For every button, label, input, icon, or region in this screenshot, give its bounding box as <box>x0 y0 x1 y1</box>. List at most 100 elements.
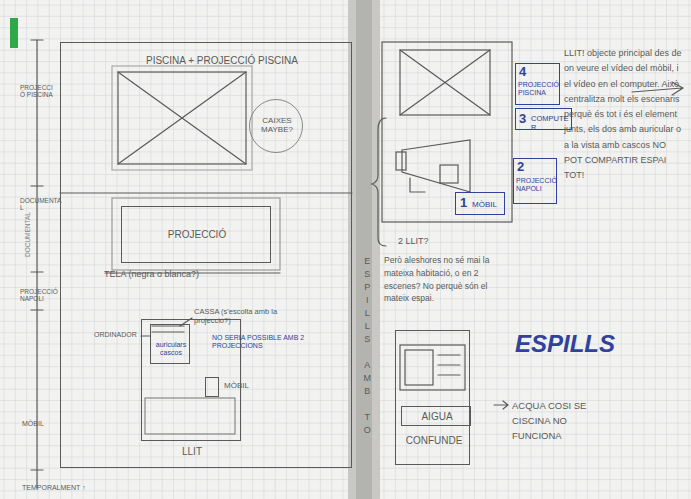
sketch-line <box>380 366 691 367</box>
sketch-line <box>196 0 197 499</box>
sketch-line <box>0 38 348 39</box>
sketch-line <box>610 0 611 499</box>
sketch-line <box>0 208 348 209</box>
sketch-line <box>145 398 235 434</box>
node-text: TELA (negra o blanca?) <box>104 269 264 279</box>
sketch-line <box>0 445 348 446</box>
sketch-line <box>406 0 407 499</box>
sketch-line <box>0 400 348 401</box>
pencil-sketch <box>31 40 683 488</box>
note-text: LLIT! objecte principal des de on veure … <box>564 46 686 184</box>
sketch-line <box>0 457 348 458</box>
sketch-line <box>384 0 385 499</box>
sketch-line <box>118 72 246 164</box>
node-heading: CAIXES MAYBE? <box>254 116 300 134</box>
sketch-line <box>105 0 106 499</box>
sketch-line <box>118 72 246 164</box>
sketch-line <box>666 0 667 499</box>
sketch-line <box>230 0 231 499</box>
sketch-line <box>576 0 577 499</box>
node-heading: MÒBIL <box>224 381 264 390</box>
sketch-line <box>382 42 512 222</box>
sketch-line <box>380 310 691 311</box>
sketch-line <box>485 0 486 499</box>
sketch-line <box>380 490 691 491</box>
numbered-box: 4PROJECCIÓ PISCINA <box>515 63 560 105</box>
sketch-line <box>400 50 490 115</box>
sketch-line <box>286 0 287 499</box>
note-text: 2 LLIT? <box>398 236 458 246</box>
sketch-line <box>0 287 348 288</box>
sketch-line <box>31 309 43 310</box>
sketch-line <box>0 140 348 141</box>
sketch-line <box>380 468 691 469</box>
sketch-line <box>0 5 348 6</box>
note-text: ESPILLS AMB TO <box>362 256 372 438</box>
sketch-line <box>598 0 599 499</box>
sketch-line <box>380 231 691 232</box>
note-text: MÒBIL <box>22 420 58 428</box>
sketch-line <box>60 192 352 193</box>
sketch-line <box>31 271 43 272</box>
sketch-line <box>497 0 498 499</box>
sketch-line <box>0 129 348 130</box>
sketch-line <box>218 0 219 499</box>
sketch-line <box>0 151 348 152</box>
sketch-line <box>117 0 118 499</box>
sketch-line <box>380 377 691 378</box>
sketch-line <box>0 479 348 480</box>
page-tab <box>10 18 18 48</box>
note-text: ORDINADOR <box>94 331 142 339</box>
sketch-line <box>380 38 691 39</box>
sketch-line <box>438 364 460 365</box>
sketch-line <box>0 377 348 378</box>
sketch-line <box>320 0 321 499</box>
numbered-box: 1MÒBIL <box>455 192 505 215</box>
sketch-line <box>0 16 348 17</box>
sketch-line <box>118 72 246 164</box>
node-heading: PISCINA + PROJECCIÓ PISCINA <box>146 55 346 67</box>
sketch-line <box>429 0 430 499</box>
gutter <box>348 0 380 499</box>
sketch-line <box>405 350 433 385</box>
node-heading: 3 <box>519 112 533 127</box>
sketch-line <box>655 0 656 499</box>
node-heading: AIGUA <box>404 411 470 423</box>
sketch-line <box>417 0 418 499</box>
sketch-line <box>587 0 588 499</box>
sketch-line <box>380 27 691 28</box>
sketch-line <box>677 0 678 499</box>
sketch-line <box>297 0 298 499</box>
sketch-line <box>150 0 151 499</box>
note-text: Però aleshores no sé mai la mateixa habi… <box>384 254 502 305</box>
sketch-line <box>275 0 276 499</box>
node-heading: 4 <box>519 65 533 80</box>
node-text: MÒBIL <box>472 200 506 209</box>
sketch-line <box>0 185 348 186</box>
sketch-line <box>0 118 348 119</box>
sketch-line <box>0 174 348 175</box>
node-text: PROJECCIÓ NAPOLI <box>516 177 558 193</box>
note-text: CASSA (s'escolta amb la projecció?) <box>194 308 306 325</box>
sketch-line <box>331 0 332 499</box>
sketch-line <box>474 0 475 499</box>
sketch-line <box>207 0 208 499</box>
sketch-line <box>400 50 490 115</box>
sketch-line <box>632 0 633 499</box>
sketch-line <box>410 178 425 192</box>
sketch-line <box>173 0 174 499</box>
sketch-line <box>396 152 406 170</box>
sketch-line <box>31 185 43 186</box>
sketch-line <box>0 310 348 311</box>
node-text: PROJECCIÓ PISCINA <box>518 81 560 97</box>
sketch-line <box>380 174 691 175</box>
sketch-line <box>31 469 43 470</box>
sketch-line <box>139 0 140 499</box>
note-text: ACQUA COSI SE CISCINA NO FUNCIONA <box>512 398 590 444</box>
projection-box: PROJECCIÓTELA (negra o blanca?) <box>121 206 271 263</box>
